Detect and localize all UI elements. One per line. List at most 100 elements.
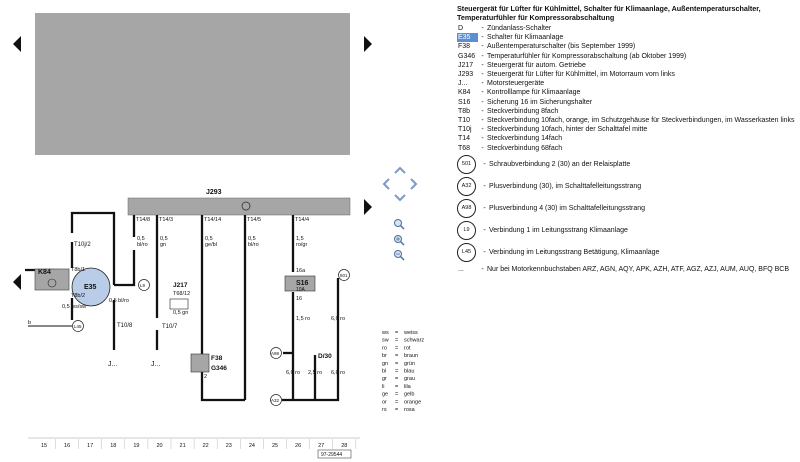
legend-text: Verbindung im Leitungsstrang Betätigung,… <box>489 248 660 256</box>
preview-panel <box>35 13 350 155</box>
legend-text: Plusverbindung 4 (30) im Schalttafelleit… <box>489 204 646 212</box>
next-arrow-icon[interactable] <box>364 36 374 52</box>
prev-page-arrow-icon[interactable] <box>13 274 23 290</box>
legend-text: Steckverbindung 10fach, hinter der Schal… <box>487 126 648 134</box>
t10-7-label: T10/7 <box>162 324 178 330</box>
legend-text: Steuergerät für autom. Getriebe <box>487 61 586 69</box>
color-equals: = <box>395 345 398 351</box>
next-page-arrow-icon[interactable] <box>364 199 374 215</box>
footnote-text: Nur bei Motorkennbuchstaben ARZ, AGN, AQ… <box>487 265 790 273</box>
j217-connector <box>169 298 189 310</box>
legend-text: Steuergerät für Lüfter für Kühlmittel, i… <box>487 71 675 79</box>
legend-item[interactable]: T10j-Steckverbindung 10fach, hinter der … <box>457 125 797 134</box>
pin-5-color: ro/gr <box>296 242 307 248</box>
j-mid-label: J... <box>151 361 160 368</box>
legend-item[interactable]: J217-Steuergerät für autom. Getriebe <box>457 61 797 70</box>
column-number: 16 <box>64 443 70 449</box>
g346-label: G346 <box>211 365 227 372</box>
pin-1-cs: 0,5 <box>137 236 145 242</box>
legend-item[interactable]: K84-Kontrolllampe für Klimaanlage <box>457 88 797 97</box>
legend-item[interactable]: E35-Schalter für Klimaanlage <box>457 33 797 43</box>
color-name: grün <box>404 361 415 367</box>
connector-circle-icon: 501 <box>457 154 476 174</box>
legend-item[interactable]: D-Zündanlass-Schalter <box>457 24 797 33</box>
legend-code: D <box>458 25 464 32</box>
legend-circle-item[interactable]: L9-Verbindung 1 im Leitungsstrang Klimaa… <box>457 220 797 241</box>
color-equals: = <box>395 330 398 336</box>
f38-g346-sensor[interactable] <box>190 353 210 373</box>
legend-item[interactable]: G346-Temperaturfühler für Kompressorabsc… <box>457 52 797 61</box>
color-code: or <box>382 399 387 405</box>
j293-housing[interactable] <box>127 197 351 216</box>
pan-down-icon[interactable] <box>394 194 406 202</box>
legend-code: T14 <box>458 135 471 143</box>
color-name: braun <box>404 353 418 359</box>
legend-code: J217 <box>458 61 474 69</box>
color-code: ro <box>382 345 387 351</box>
pin-5: T14/4 <box>295 217 309 223</box>
color-name: rot <box>404 345 411 351</box>
legend-item[interactable]: J293-Steuergerät für Lüfter für Kühlmitt… <box>457 70 797 79</box>
zoom-icon[interactable] <box>393 218 405 230</box>
legend-text: Sicherung 16 im Sicherungshalter <box>487 98 593 106</box>
color-code: rs <box>382 407 387 413</box>
connector-circle-icon: L9 <box>457 220 476 240</box>
color-code: br <box>382 353 387 359</box>
color-code: sw <box>382 338 389 344</box>
k84-lamp[interactable] <box>34 268 70 291</box>
pin-1: T14/8 <box>136 217 150 223</box>
column-number: 17 <box>87 443 93 449</box>
color-code: ge <box>382 392 388 398</box>
zoom-out-icon[interactable] <box>393 249 405 261</box>
pin16-label: 16 <box>296 296 302 302</box>
t8b1-label: T8b/1 <box>71 267 85 273</box>
legend-text: Verbindung 1 im Leitungsstrang Klimaanla… <box>489 226 628 234</box>
zoom-in-icon[interactable] <box>393 234 405 246</box>
branch1-label: 6,0 ro <box>286 370 300 376</box>
legend-circle-item[interactable]: A32-Plusverbindung (30), im Schalttafell… <box>457 176 797 197</box>
501-connector <box>338 269 350 281</box>
legend-circle-item[interactable]: L45-Verbindung im Leitungsstrang Betätig… <box>457 242 797 263</box>
color-name: weiss <box>403 330 418 336</box>
color-code: gr <box>382 376 387 382</box>
b-label: b <box>28 320 31 326</box>
legend-item[interactable]: F38-Außentemperaturschalter (bis Septemb… <box>457 42 797 51</box>
legend-item[interactable]: T8b-Steckverbindung 8fach <box>457 107 797 116</box>
color-equals: = <box>395 369 398 375</box>
legend-text: Schalter für Klimaanlage <box>487 34 564 42</box>
legend-text: Steckverbindung 68fach <box>487 144 563 152</box>
e35-switch[interactable] <box>71 267 111 307</box>
color-code: li <box>382 384 384 390</box>
pin-4-color: bl/ro <box>248 242 259 248</box>
prev-arrow-icon[interactable] <box>13 36 23 52</box>
s16a-label: 16a <box>296 268 306 274</box>
legend-item[interactable]: T68-Steckverbindung 68fach <box>457 144 797 153</box>
doc-number-box <box>317 449 352 459</box>
color-code: bl <box>382 369 386 375</box>
color-name: blau <box>404 369 414 375</box>
pan-right-icon[interactable] <box>410 178 418 190</box>
left-wire-label: 0,5 bl/ro <box>109 298 129 304</box>
legend-text: Kontrolllampe für Klimaanlage <box>487 89 581 97</box>
legend-circle-item[interactable]: A98-Plusverbindung 4 (30) im Schalttafel… <box>457 198 797 219</box>
l9-connector <box>138 279 150 291</box>
color-equals: = <box>395 361 398 367</box>
pan-left-icon[interactable] <box>382 178 390 190</box>
legend-circle-item[interactable]: 501-Schraubverbindung 2 (30) an der Rela… <box>457 154 797 175</box>
legend-item[interactable]: T10-Steckverbindung 10fach, orange, im S… <box>457 116 797 125</box>
s16-fuse[interactable] <box>284 275 316 292</box>
legend-text: Motorsteuergeräte <box>487 80 545 88</box>
color-name: schwarz <box>404 338 424 344</box>
legend-item[interactable]: J...-Motorsteuergeräte <box>457 79 797 88</box>
legend-item[interactable]: S16-Sicherung 16 im Sicherungshalter <box>457 98 797 107</box>
pin-1-color: bl/ro <box>137 242 148 248</box>
j-left-label: J... <box>108 361 117 368</box>
k84-label: K84 <box>38 269 51 276</box>
s16-wire-cs: 1,5 ro <box>296 316 310 322</box>
l45-text: L45 <box>74 324 82 329</box>
legend-item[interactable]: T14-Steckverbindung 14fach <box>457 134 797 143</box>
pan-up-icon[interactable] <box>394 166 406 174</box>
